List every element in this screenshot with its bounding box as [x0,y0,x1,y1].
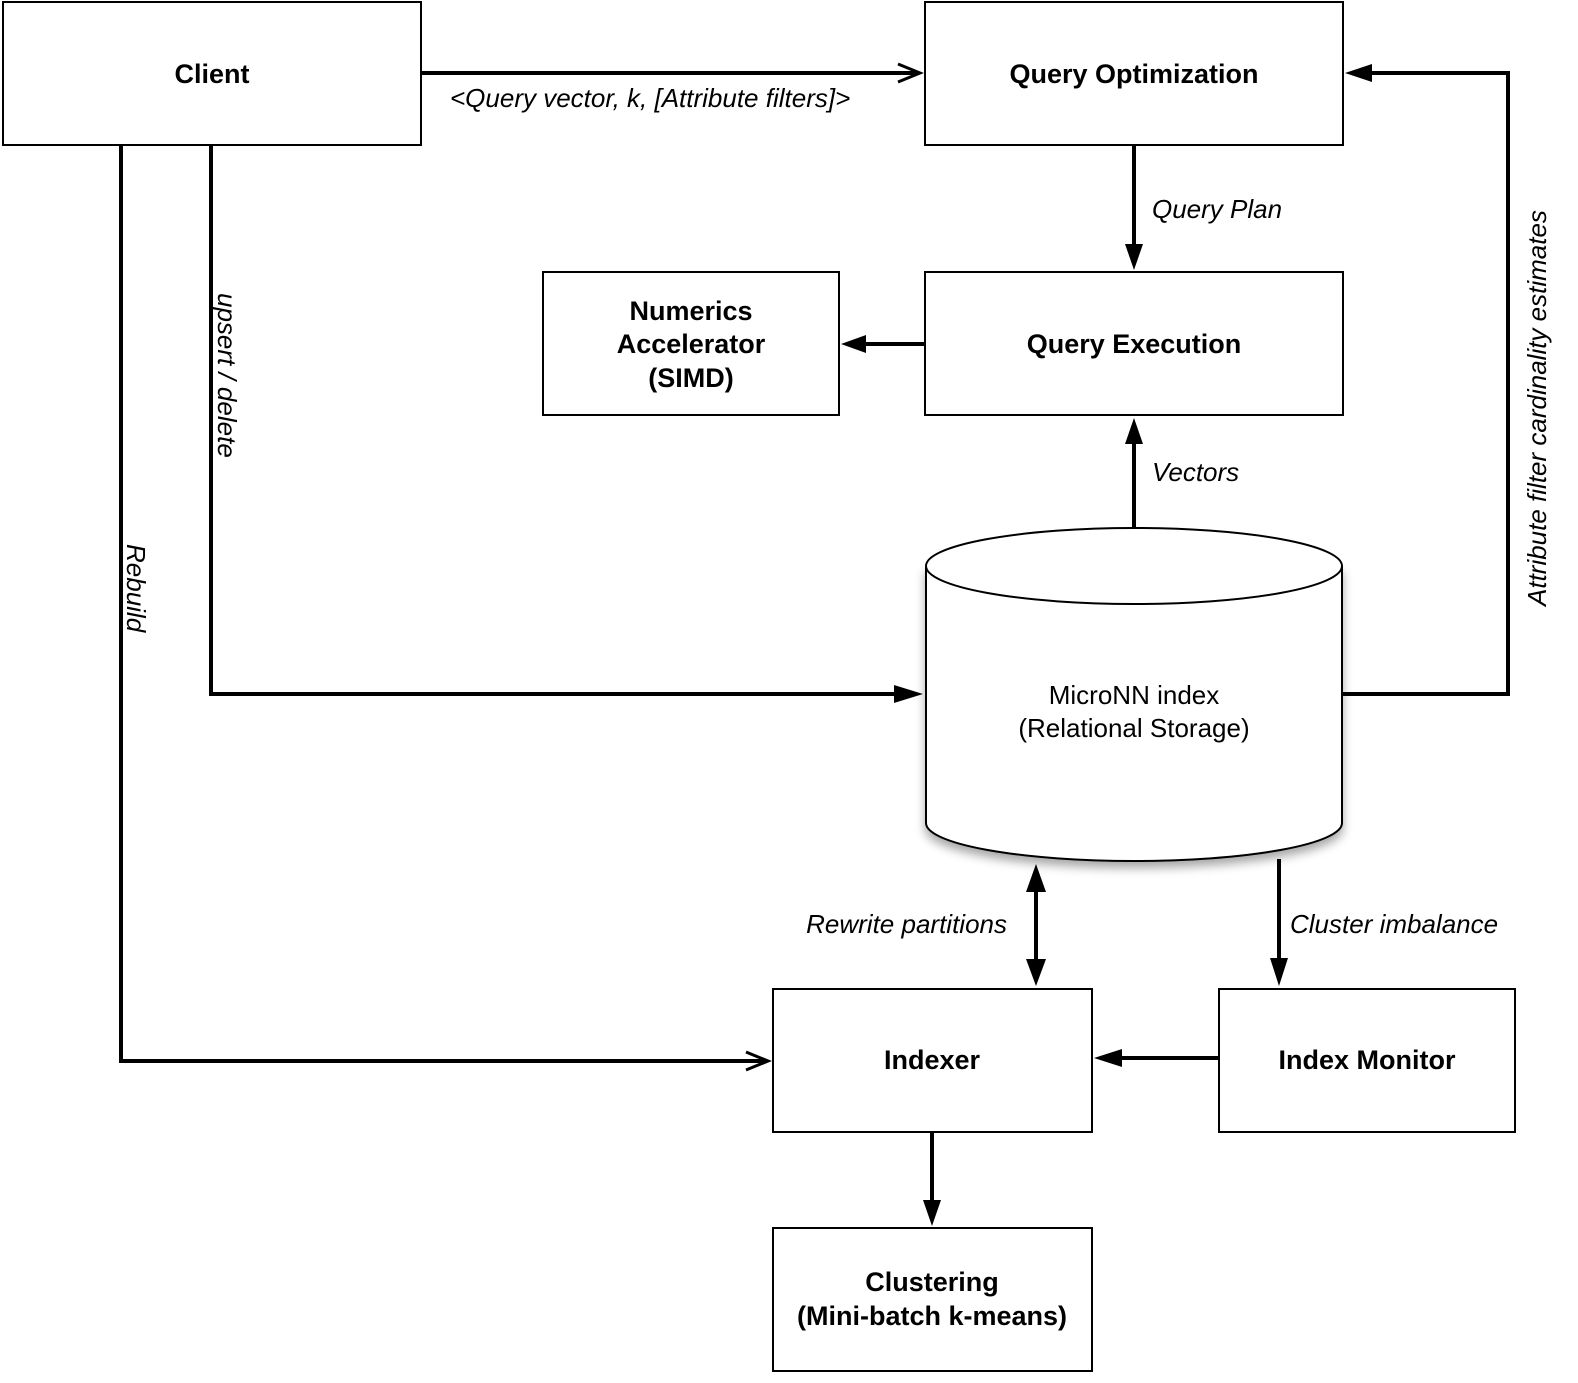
arrow-cluster-imbalance [1270,859,1288,986]
indexer-label: Indexer [884,1045,981,1075]
query-plan-label: Query Plan [1152,194,1282,224]
client-label: Client [174,59,249,89]
query-execution-box: Query Execution [924,271,1344,416]
arrow-client-to-query-optimization [421,62,924,84]
query-request-label: <Query vector, k, [Attribute filters]> [450,83,850,113]
rebuild-label: Rebuild [121,544,151,634]
clustering-box: Clustering (Mini-batch k-means) [772,1227,1093,1372]
cluster-imbalance-label: Cluster imbalance [1290,909,1498,939]
arrow-rewrite-partitions [1026,864,1046,986]
numerics-accelerator-label-line1: Numerics [629,296,752,326]
arrow-rebuild [119,145,772,1072]
micronn-index-cylinder: MicroNN index (Relational Storage) [925,527,1343,862]
vectors-label: Vectors [1152,457,1239,487]
micronn-index-label-line2: (Relational Storage) [1018,713,1249,743]
query-optimization-box: Query Optimization [924,1,1344,146]
attribute-estimates-label: Attribute filter cardinality estimates [1522,210,1552,608]
query-optimization-label: Query Optimization [1009,59,1258,89]
index-monitor-label: Index Monitor [1279,1045,1456,1075]
arrow-attribute-estimates [1342,64,1510,696]
numerics-accelerator-label-line2: Accelerator [617,329,766,359]
numerics-accelerator-label-line3: (SIMD) [648,363,733,393]
upsert-delete-label: upsert / delete [212,293,242,458]
arrow-indexer-to-clustering [923,1132,941,1226]
clustering-label-line2: (Mini-batch k-means) [797,1301,1067,1331]
indexer-box: Indexer [772,988,1093,1133]
numerics-accelerator-box: Numerics Accelerator (SIMD) [542,271,840,416]
arrow-upsert-delete [209,145,923,703]
client-box: Client [2,1,422,146]
clustering-label-line1: Clustering [865,1267,999,1297]
rewrite-partitions-label: Rewrite partitions [806,909,1007,939]
index-monitor-box: Index Monitor [1218,988,1516,1133]
arrow-vectors [1125,418,1143,528]
query-execution-label: Query Execution [1027,329,1242,359]
arrow-monitor-to-indexer [1094,1049,1219,1067]
micronn-index-label-line1: MicroNN index [1049,680,1220,710]
arrow-execution-to-accelerator [841,335,925,353]
arrow-query-plan [1125,145,1143,270]
